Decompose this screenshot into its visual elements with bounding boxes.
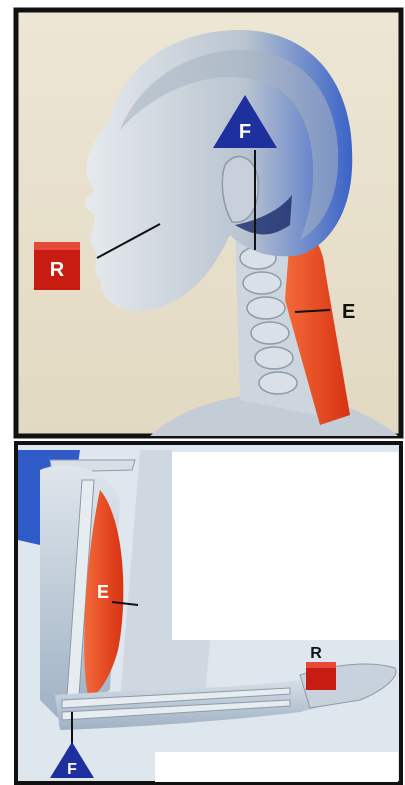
top-panel: F R E — [16, 10, 401, 436]
resistance-marker-bottom-highlight — [306, 662, 336, 668]
fulcrum-label-top: F — [239, 121, 251, 143]
resistance-label-top: R — [50, 259, 65, 281]
blank-area-upper — [172, 452, 398, 640]
bottom-panel: R E F — [16, 443, 401, 783]
effort-label-bottom: E — [97, 582, 109, 602]
resistance-marker-top-highlight — [34, 242, 80, 250]
fulcrum-label-bottom: F — [67, 761, 77, 778]
blank-area-lower — [155, 752, 398, 782]
effort-label-top: E — [342, 301, 355, 323]
resistance-label-bottom: R — [310, 645, 322, 662]
